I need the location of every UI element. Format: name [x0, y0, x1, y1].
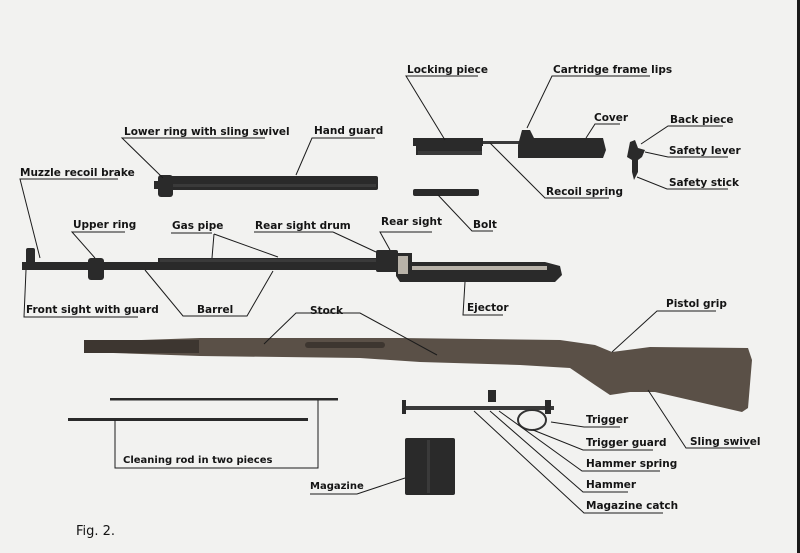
label-front-sight: Front sight with guard — [26, 304, 159, 316]
label-barrel: Barrel — [197, 304, 233, 316]
label-ejector: Ejector — [467, 302, 509, 314]
leader-lines — [19, 75, 750, 514]
recoil-spring-part — [483, 141, 521, 144]
label-cleaning-rod: Cleaning rod in two pieces — [123, 455, 273, 466]
label-safety-stick: Safety stick — [669, 177, 740, 189]
label-rear-sight: Rear sight — [381, 216, 442, 228]
back-piece-part — [627, 140, 645, 180]
label-recoil-spring: Recoil spring — [546, 186, 623, 198]
cover-part — [518, 130, 606, 158]
figure-caption: Fig. 2. — [76, 524, 115, 539]
upper-ring-part — [88, 258, 104, 280]
bolt-part — [413, 189, 479, 196]
label-pistol-grip: Pistol grip — [666, 298, 727, 310]
label-trigger-guard: Trigger guard — [586, 437, 667, 449]
label-lower-ring: Lower ring with sling swivel — [124, 126, 290, 138]
hand-guard-part — [168, 176, 378, 190]
label-rear-sight-drum: Rear sight drum — [255, 220, 351, 232]
receiver-part — [396, 253, 562, 282]
label-hand-guard: Hand guard — [314, 125, 383, 137]
rear-sight-part — [376, 250, 398, 272]
label-magazine-catch: Magazine catch — [586, 500, 678, 512]
stock-part — [84, 338, 752, 412]
label-stock: Stock — [310, 305, 344, 317]
label-sling-swivel: Sling swivel — [690, 436, 761, 448]
label-safety-lever: Safety lever — [669, 145, 742, 157]
label-muzzle-brake: Muzzle recoil brake — [20, 167, 135, 179]
magazine-part — [405, 438, 455, 495]
label-cartridge-lips: Cartridge frame lips — [553, 64, 672, 76]
label-upper-ring: Upper ring — [73, 219, 136, 231]
label-trigger: Trigger — [586, 414, 629, 426]
trigger-assembly-part — [402, 390, 554, 431]
cleaning-rod-part — [68, 398, 338, 421]
label-cover: Cover — [594, 112, 629, 124]
label-gas-pipe: Gas pipe — [172, 220, 223, 232]
label-hammer: Hammer — [586, 479, 637, 491]
label-back-piece: Back piece — [670, 114, 734, 126]
lower-ring-part — [154, 175, 173, 197]
label-hammer-spring: Hammer spring — [586, 458, 677, 470]
label-locking-piece: Locking piece — [407, 64, 488, 76]
label-magazine: Magazine — [310, 481, 364, 492]
barrel-part — [22, 258, 388, 270]
label-bolt: Bolt — [473, 219, 497, 231]
locking-piece-part — [413, 138, 483, 155]
front-sight-part — [26, 248, 35, 270]
